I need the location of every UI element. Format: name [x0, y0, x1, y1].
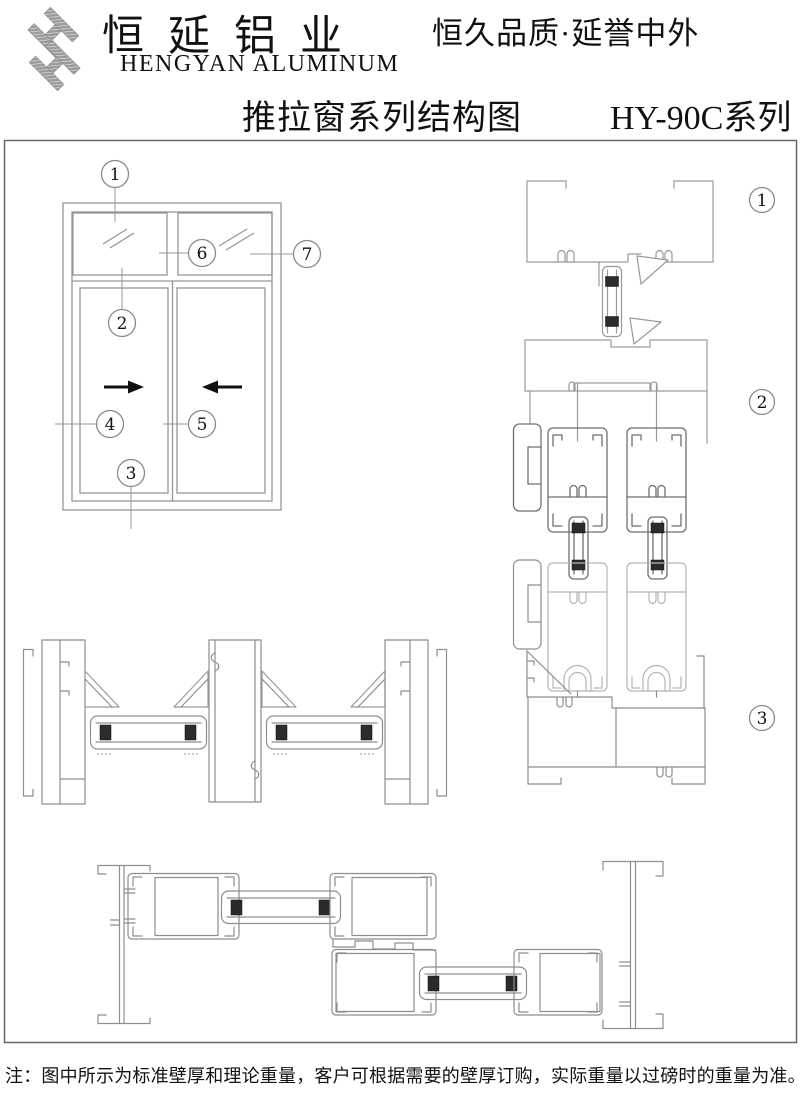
section-callout-number-1: 1: [757, 191, 768, 211]
callout-circle-1: [100, 159, 130, 189]
fixed-glass-unit-2: [265, 715, 384, 755]
sliding-glass-unit-1: [220, 890, 342, 925]
slide-arrow-right-head: [128, 380, 144, 394]
sash-bottom-profile-right: [626, 562, 687, 698]
section-callout-circle-1: [748, 186, 776, 214]
sash-member-1: [127, 872, 240, 940]
callout-circle-2: [107, 308, 137, 338]
glass-spacer: [318, 899, 331, 916]
glass-spacer: [605, 316, 619, 327]
sash-glass-unit-right: [647, 516, 668, 580]
glass-spacer: [184, 724, 197, 741]
glazing-wedge: [636, 255, 669, 285]
vertical-section-diagram: 1 2 3: [512, 180, 776, 785]
callout-circle-3: [116, 458, 146, 488]
sash-member-2: [329, 872, 437, 951]
elevation-outer-frame: [62, 202, 282, 511]
footer-note: 注：图中所示为标准壁厚和理论重量，客户可根据需要的壁厚订购，实际重量以过磅时的重…: [5, 1066, 800, 1086]
section-callout-number-3: 3: [757, 709, 768, 729]
section-callouts: 1 2 3: [748, 186, 776, 732]
roller-housing: [563, 664, 592, 692]
glass-spacer: [650, 559, 665, 571]
section-callout-number-2: 2: [757, 393, 768, 413]
elevation-leader-lines: [55, 188, 293, 529]
fixed-glass-unit-1: [89, 715, 208, 755]
logo-monogram-shape: [27, 6, 81, 92]
track-cover-lower: [512, 559, 542, 650]
glazing-wedge: [84, 670, 120, 708]
glass-spacer: [275, 724, 288, 741]
company-slogan: 恒久品质·延誉中外: [432, 16, 700, 51]
sash-member-4: [513, 948, 603, 1016]
head-frame-profile: [526, 180, 714, 287]
callout-number-1: 1: [110, 165, 121, 185]
elevation-sash-right: [176, 287, 266, 494]
roller-housing: [642, 664, 671, 692]
company-name-chinese: 恒延铝业: [102, 14, 367, 60]
left-jamb-profile: [22, 639, 120, 805]
glazing-wedge: [261, 670, 297, 708]
sash-bottom-profile-left: [547, 562, 608, 698]
sheet-border: [3, 139, 798, 1044]
glass-spacer: [427, 975, 440, 992]
glass-spacer: [571, 522, 586, 534]
sheet-title: 推拉窗系列结构图: [242, 100, 522, 137]
slide-direction-arrows: [104, 380, 242, 394]
sash-glass-unit-left: [568, 516, 589, 580]
slide-arrow-left-head: [202, 380, 218, 394]
callout-circle-6: [187, 238, 217, 268]
callout-number-6: 6: [197, 244, 208, 264]
glass-spacer: [505, 975, 518, 992]
glass-spacer: [360, 724, 373, 741]
elevation-fixed-glass-right: [177, 212, 273, 276]
glazing-wedge: [629, 317, 662, 345]
callout-circle-7: [292, 239, 322, 269]
glazing-wedge: [350, 670, 386, 708]
glass-spacer: [571, 559, 586, 571]
section-callout-circle-2: [748, 388, 776, 416]
glass-spacer: [99, 724, 112, 741]
sill-frame-profile: [526, 650, 706, 785]
elevation-sash-left: [79, 287, 169, 494]
sliding-glass-unit-2: [418, 966, 528, 1001]
window-elevation-diagram: 1 2 3 4 5 6 7: [55, 159, 322, 529]
right-jamb-profile-2: [602, 860, 664, 1030]
callout-number-7: 7: [302, 245, 313, 265]
callout-circle-5: [187, 409, 217, 439]
left-jamb-profile-2: [97, 864, 151, 1025]
glazing-wedge: [173, 670, 209, 708]
callout-circle-4: [95, 409, 125, 439]
company-name-english: HENGYAN ALUMINUM: [120, 51, 400, 77]
glass-marks: [102, 228, 255, 251]
elevation-fixed-glass-left: [72, 212, 168, 276]
section-callout-circle-3: [748, 704, 776, 732]
horizontal-section-fixed: [22, 639, 448, 805]
callout-number-5: 5: [197, 415, 208, 435]
transom-frame-profile: [524, 339, 708, 444]
callout-number-2: 2: [117, 314, 128, 334]
fixed-glass-unit-section: [601, 265, 662, 345]
elevation-callouts: 1 2 3 4 5 6 7: [95, 159, 322, 488]
track-cover-upper: [512, 423, 542, 512]
series-code: HY-90C系列: [610, 100, 792, 137]
hengyan-logo: [27, 6, 81, 92]
callout-number-3: 3: [126, 464, 137, 484]
sash-member-3: [331, 948, 437, 1016]
right-jamb-profile: [350, 639, 448, 805]
horizontal-section-sliding: [97, 860, 664, 1030]
glass-spacer: [650, 522, 665, 534]
glass-spacer: [605, 276, 619, 287]
meeting-stile-interlock: [332, 938, 437, 951]
callout-number-4: 4: [105, 415, 116, 435]
glass-spacer: [230, 899, 243, 916]
center-mullion-profile: [173, 639, 297, 803]
